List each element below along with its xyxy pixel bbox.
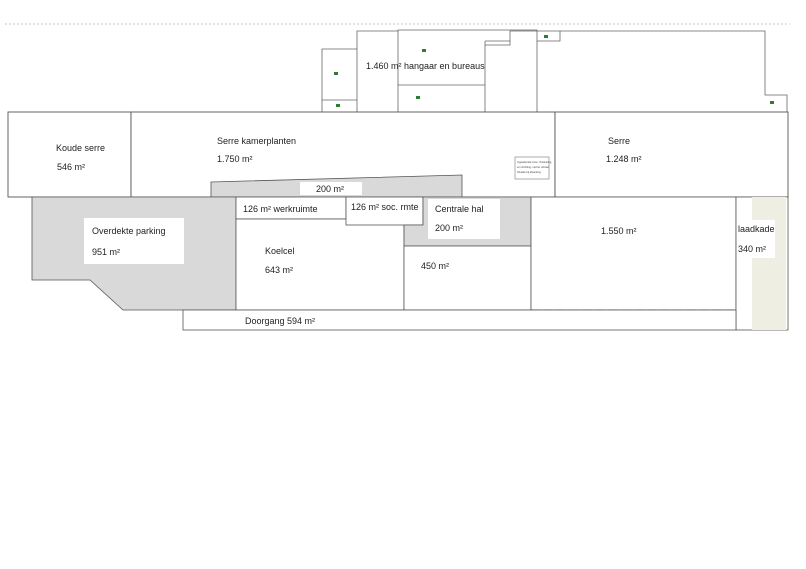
serre-kamerplanten-area: 1.750 m²	[217, 154, 253, 164]
serre-area: 1.248 m²	[606, 154, 642, 164]
parking-area: 951 m²	[92, 247, 120, 257]
legend-note-line-3: Situatie bij afwerking	[517, 170, 541, 174]
soc-ruimte-room	[345, 196, 424, 226]
centrale-hal-area: 200 m²	[435, 223, 463, 233]
centrale-hal-label-bg	[428, 199, 500, 239]
laadkade-label-bg	[737, 220, 775, 258]
hangaar-label: 1.460 m² hangaar en bureaus	[366, 61, 485, 71]
marker-icon	[422, 49, 426, 52]
strip-200-area: 200 m²	[316, 184, 344, 194]
marker-icon	[336, 104, 340, 107]
soc-ruimte-label: 126 m² soc. rmte	[351, 202, 419, 212]
marker-icon	[770, 101, 774, 104]
koelcel-room	[235, 218, 405, 311]
parking-name: Overdekte parking	[92, 226, 166, 236]
centrale-hal-name: Centrale hal	[435, 204, 484, 214]
serre-name: Serre	[608, 136, 630, 146]
legend-note-line-2: en inrichting: niet ter schaal	[517, 165, 549, 169]
serre-kamerplanten-name: Serre kamerplanten	[217, 136, 296, 146]
koude-serre-room	[7, 111, 132, 198]
parking-label-bg	[84, 218, 184, 264]
room-1550	[530, 196, 737, 311]
koude-serre-name: Koude serre	[56, 143, 105, 153]
serre-room	[554, 111, 789, 198]
koelcel-name: Koelcel	[265, 246, 295, 256]
koude-serre-area: 546 m²	[57, 162, 85, 172]
koelcel-area: 643 m²	[265, 265, 293, 275]
doorgang-zone	[182, 309, 737, 331]
marker-icon	[416, 96, 420, 99]
werkruimte-label: 126 m² werkruimte	[243, 204, 318, 214]
marker-icon	[544, 35, 548, 38]
legend-note-box	[514, 156, 550, 180]
doorgang-label: Doorgang 594 m²	[245, 316, 315, 326]
room-1550-area: 1.550 m²	[601, 226, 637, 236]
strip-200-label-bg	[300, 182, 362, 195]
legend-note-line-1: Ingetekende zone: Ontsluiting	[517, 160, 552, 164]
laadkade-fill	[752, 197, 786, 330]
laadkade-name: laadkade	[738, 224, 775, 234]
greenhouse-row	[7, 111, 789, 198]
hangaar-block	[321, 29, 788, 112]
room-450-area: 450 m²	[421, 261, 449, 271]
hangaar-markers	[334, 35, 774, 107]
laadkade-area: 340 m²	[738, 244, 766, 254]
marker-icon	[334, 72, 338, 75]
room-450	[403, 245, 532, 311]
